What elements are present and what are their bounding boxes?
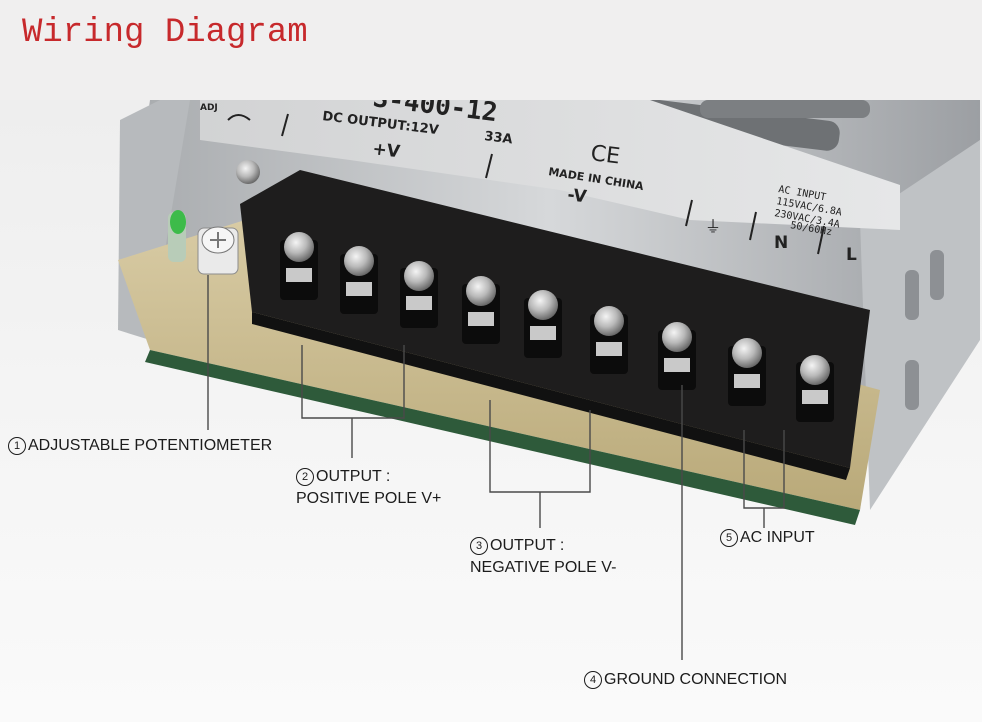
- callout-number: 2: [296, 468, 314, 486]
- adj-label: ADJ: [200, 103, 218, 113]
- adj-arrow-icon: [227, 114, 251, 121]
- callout-text: NEGATIVE POLE V-: [470, 559, 617, 576]
- power-supply-photo: S-400-12 DC OUTPUT:12V 33A ADJ +V CE MAD…: [0, 100, 982, 722]
- leader-line-5: [743, 430, 785, 528]
- potentiometer: [168, 160, 260, 275]
- callout-number: 3: [470, 537, 488, 555]
- callout-number: 5: [720, 529, 738, 547]
- n-label: N: [774, 233, 788, 253]
- callout-text: OUTPUT :: [316, 468, 391, 485]
- callout-text: ADJUSTABLE POTENTIOMETER: [28, 437, 273, 454]
- l-label: L: [846, 245, 857, 265]
- leader-lines: [207, 275, 785, 660]
- screw-1: [280, 232, 318, 300]
- pcb-edge: [145, 350, 860, 525]
- ce-mark: CE: [589, 141, 621, 169]
- label-plate: S-400-12 DC OUTPUT:12V 33A ADJ +V CE MAD…: [200, 100, 900, 265]
- plus-v-label: +V: [371, 139, 401, 162]
- ground-symbol-icon: ⏚: [705, 217, 721, 236]
- screw-7: [658, 322, 696, 390]
- terminal-screws: [280, 232, 834, 422]
- screw-8: [728, 338, 766, 406]
- callout-number: 1: [8, 437, 26, 455]
- current-label: 33A: [484, 129, 514, 147]
- callout-text: AC INPUT: [740, 529, 815, 546]
- screw-5: [524, 290, 562, 358]
- screw-3: [400, 261, 438, 328]
- screw-2: [340, 246, 378, 314]
- screw-9: [796, 355, 834, 422]
- leader-line-2: [301, 345, 405, 458]
- callout-text: GROUND CONNECTION: [604, 671, 788, 688]
- callout-number: 4: [584, 671, 602, 689]
- header-banner: Wiring Diagram: [0, 0, 982, 100]
- callout-text: POSITIVE POLE V+: [296, 490, 442, 507]
- leader-line-3: [489, 400, 591, 528]
- minus-v-label: -V: [566, 185, 588, 207]
- page-title: Wiring Diagram: [22, 14, 308, 52]
- callout-text: OUTPUT :: [490, 537, 565, 554]
- screw-4: [462, 276, 500, 344]
- screw-6: [590, 306, 628, 374]
